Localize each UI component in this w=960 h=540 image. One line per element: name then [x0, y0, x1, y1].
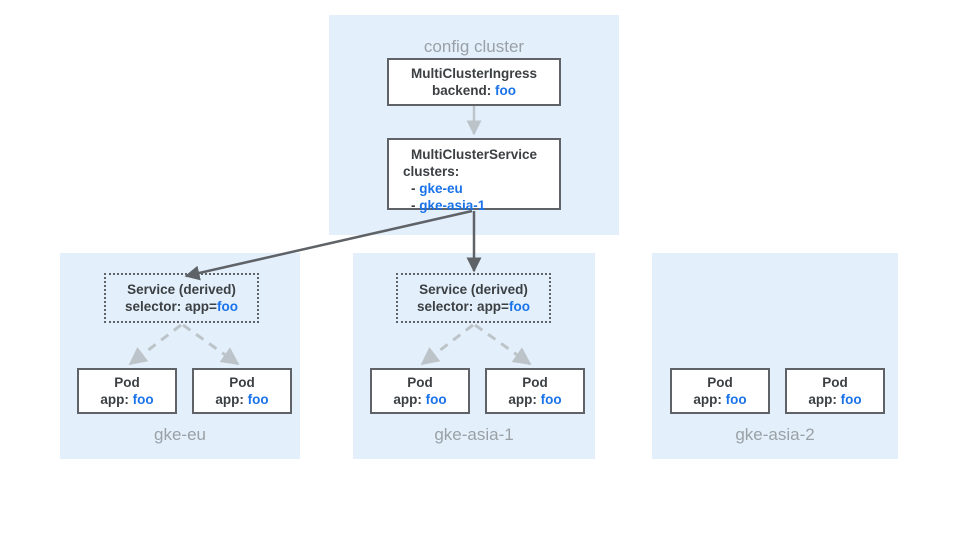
multiclusteringress-backend-label: backend:	[431, 83, 492, 98]
pod-title: Pod	[822, 375, 848, 390]
node-derived-service-gke-asia-1[interactable]: Service (derived) selector: app=foo	[396, 273, 551, 323]
pod-app: app: foo	[508, 391, 561, 408]
derived-service-selector-label: selector: app=	[125, 299, 217, 314]
node-multiclusteringress[interactable]: MultiClusterIngress backend: foo	[387, 58, 561, 106]
node-derived-service-gke-eu[interactable]: Service (derived) selector: app=foo	[104, 273, 259, 323]
multiclusterservice-cluster-item: - gke-asia-1	[389, 197, 559, 214]
pod-app-label: app:	[393, 392, 422, 407]
pod-app: app: foo	[215, 391, 268, 408]
cluster-panel-gke-asia-1-label: gke-asia-1	[434, 425, 514, 444]
derived-service-selector-value: foo	[508, 299, 530, 314]
pod-app-label: app:	[215, 392, 244, 407]
derived-service-title: Service (derived)	[419, 282, 528, 297]
cluster-bullet: -	[411, 181, 416, 196]
node-pod[interactable]: Pod app: foo	[485, 368, 585, 414]
cluster-panel-gke-asia-2: gke-asia-2	[652, 253, 898, 459]
cluster-value: gke-eu	[419, 181, 463, 196]
multiclusteringress-backend: backend: foo	[432, 82, 516, 99]
node-pod[interactable]: Pod app: foo	[785, 368, 885, 414]
pod-app: app: foo	[393, 391, 446, 408]
cluster-value: gke-asia-1	[419, 198, 486, 213]
cluster-panel-config-label: config cluster	[423, 37, 525, 56]
node-pod[interactable]: Pod app: foo	[370, 368, 470, 414]
pod-title: Pod	[229, 375, 255, 390]
cluster-bullet: -	[411, 198, 416, 213]
pod-app-value: foo	[540, 392, 562, 407]
node-multiclusterservice[interactable]: MultiClusterService clusters: - gke-eu -…	[387, 138, 561, 213]
pod-app: app: foo	[100, 391, 153, 408]
pod-title: Pod	[407, 375, 433, 390]
derived-service-selector-value: foo	[216, 299, 238, 314]
cluster-panel-gke-eu-label: gke-eu	[154, 425, 206, 444]
node-pod[interactable]: Pod app: foo	[192, 368, 292, 414]
derived-service-title: Service (derived)	[127, 282, 236, 297]
multiclusteringress-title: MultiClusterIngress	[410, 66, 538, 81]
multiclusterservice-clusters-label: clusters:	[403, 164, 460, 179]
node-pod[interactable]: Pod app: foo	[77, 368, 177, 414]
pod-app-label: app:	[508, 392, 537, 407]
pod-app-value: foo	[840, 392, 862, 407]
pod-app-label: app:	[808, 392, 837, 407]
pod-app-label: app:	[693, 392, 722, 407]
pod-title: Pod	[522, 375, 548, 390]
pod-app-label: app:	[100, 392, 129, 407]
multiclusteringress-backend-value: foo	[495, 83, 517, 98]
pod-app-value: foo	[725, 392, 747, 407]
pod-app: app: foo	[693, 391, 746, 408]
node-pod[interactable]: Pod app: foo	[670, 368, 770, 414]
pod-app: app: foo	[808, 391, 861, 408]
pod-title: Pod	[114, 375, 140, 390]
derived-service-selector: selector: app=foo	[125, 298, 238, 315]
derived-service-selector-label: selector: app=	[417, 299, 509, 314]
pod-app-value: foo	[425, 392, 447, 407]
pod-app-value: foo	[247, 392, 269, 407]
pod-app-value: foo	[132, 392, 154, 407]
cluster-panel-gke-asia-2-label: gke-asia-2	[735, 425, 815, 444]
derived-service-selector: selector: app=foo	[417, 298, 530, 315]
multiclusterservice-title: MultiClusterService	[410, 147, 538, 162]
pod-title: Pod	[707, 375, 733, 390]
cluster-panel-gke-asia-1: gke-asia-1	[353, 253, 595, 459]
multiclusterservice-cluster-item: - gke-eu	[389, 180, 559, 197]
